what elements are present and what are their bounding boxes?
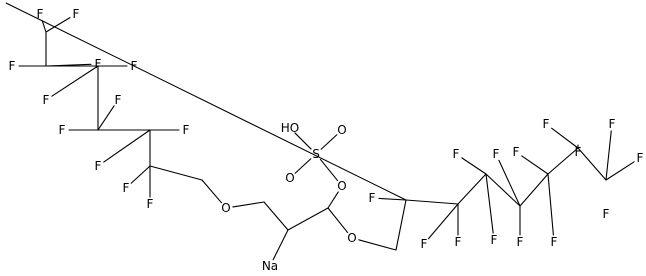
- bond-c10-o5: [327, 207, 349, 234]
- bond-c11-c12: [395, 199, 407, 251]
- atom-label-f23: F: [575, 145, 582, 159]
- bond-c13-c14: [457, 173, 487, 205]
- bond-layer: [5, 2, 635, 261]
- atom-label-s: S: [312, 147, 320, 161]
- atom-label-f27: F: [603, 207, 610, 221]
- atom-label-f17: F: [491, 233, 498, 247]
- bond-c10-o2: [327, 191, 339, 209]
- atom-label-f12: F: [147, 197, 154, 211]
- bond-s-o3: [320, 134, 338, 150]
- bond-c12-f13: [5, 2, 407, 201]
- bond-c18-f26: [605, 161, 635, 181]
- atom-label-o2: O: [337, 179, 346, 193]
- bond-o2-s: [319, 158, 339, 182]
- bond-c6-f11: [130, 165, 151, 184]
- bond-c16-c17: [547, 147, 579, 175]
- bond-c16-f22: [521, 155, 549, 175]
- atom-label-f26: F: [637, 151, 644, 165]
- atom-label-f14: F: [369, 191, 376, 205]
- atom-label-f4: F: [95, 57, 102, 71]
- bond-c14-f17: [485, 173, 494, 234]
- atom-label-o1: O: [221, 201, 230, 215]
- atom-label-f5: F: [43, 93, 50, 107]
- atom-label-f10: F: [183, 123, 190, 137]
- atom-label-f16: F: [455, 235, 462, 249]
- bond-s-o4: [294, 158, 312, 174]
- bond-c12-c13: [405, 199, 459, 205]
- bond-c13-f15: [427, 203, 459, 240]
- bond-c16-f21: [547, 173, 554, 236]
- bond-f2-c1: [45, 17, 71, 33]
- bond-f1-c1: [41, 20, 47, 33]
- atom-label-f9: F: [95, 159, 102, 173]
- bond-c9-na: [272, 229, 289, 261]
- bond-c9-c10: [287, 207, 329, 231]
- atom-label-na: Na: [262, 259, 278, 273]
- atom-label-o5: O: [347, 231, 356, 245]
- atom-label-f19: F: [493, 147, 500, 161]
- bond-o5-c11: [358, 239, 397, 251]
- bond-c8-c9: [263, 201, 289, 231]
- atom-label-f18: F: [453, 147, 460, 161]
- bond-c14-f18: [461, 157, 487, 175]
- bond-c3-f5: [51, 65, 99, 97]
- atom-label-f24: F: [543, 117, 550, 131]
- atom-label-f3: F: [9, 59, 16, 73]
- atom-label-f11: F: [123, 181, 130, 195]
- atom-label-f21: F: [551, 235, 558, 249]
- atom-label-o3: O: [337, 123, 346, 137]
- bond-c6-c7: [149, 165, 203, 181]
- atom-label-ho: HO: [281, 121, 299, 135]
- bond-c5-f9: [103, 129, 151, 163]
- atom-label-f13: F: [0, 0, 4, 7]
- atom-label-f20: F: [517, 235, 524, 249]
- atom-label-f15: F: [421, 237, 428, 251]
- bond-c15-f19: [498, 159, 521, 207]
- atom-label-f22: F: [513, 145, 520, 159]
- bond-c4-f8: [97, 105, 115, 131]
- atom-label-f2: F: [73, 7, 80, 21]
- atom-label-f8: F: [115, 93, 122, 107]
- bond-c17-c18: [577, 147, 607, 181]
- atom-label-f6: F: [131, 59, 138, 73]
- bond-c15-c16: [519, 173, 549, 207]
- bond-c12-f14: [378, 197, 407, 201]
- atom-label-f7: F: [59, 123, 66, 137]
- bond-c18-f25: [605, 130, 612, 181]
- atom-label-f1: F: [37, 7, 44, 21]
- bond-c7-o1: [201, 179, 222, 204]
- bond-c14-c15: [485, 173, 521, 207]
- atom-label-o4: O: [285, 171, 294, 185]
- bond-o1-c8: [232, 201, 265, 208]
- atom-label-f25: F: [609, 117, 616, 131]
- bond-s-ho: [294, 132, 312, 150]
- bond-c17-f24: [551, 127, 579, 149]
